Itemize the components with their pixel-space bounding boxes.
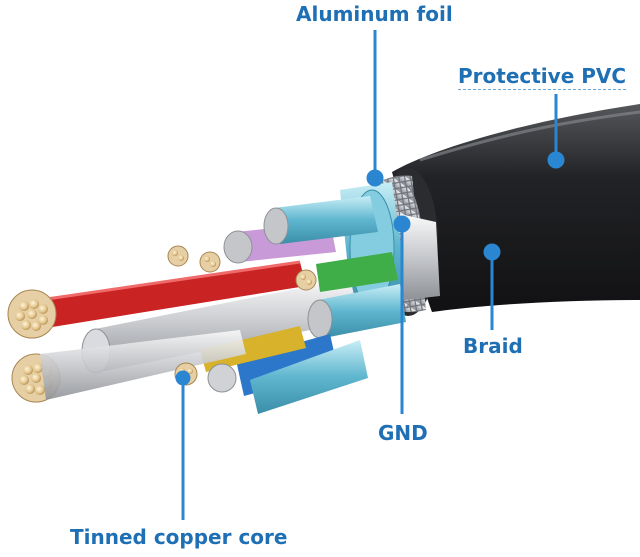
gnd-label: GND	[378, 421, 428, 445]
braid-label: Braid	[463, 334, 523, 358]
copper-core-small-5	[295, 269, 317, 291]
yellow-wire	[200, 326, 306, 372]
copper-core-small-2	[207, 363, 237, 393]
copper-core-left-top	[7, 289, 57, 339]
copper-core-small-3	[167, 245, 189, 267]
protective-pvc-label: Protective PVC	[458, 64, 627, 88]
pvc-jacket	[392, 104, 640, 312]
red-wire	[40, 262, 306, 328]
aluminum-foil-label: Aluminum foil	[296, 2, 453, 26]
copper-core-small-4	[199, 251, 221, 273]
green-wire	[316, 252, 398, 292]
tinned-copper-core-label: Tinned copper core	[70, 525, 288, 549]
gnd-wire	[400, 214, 440, 300]
